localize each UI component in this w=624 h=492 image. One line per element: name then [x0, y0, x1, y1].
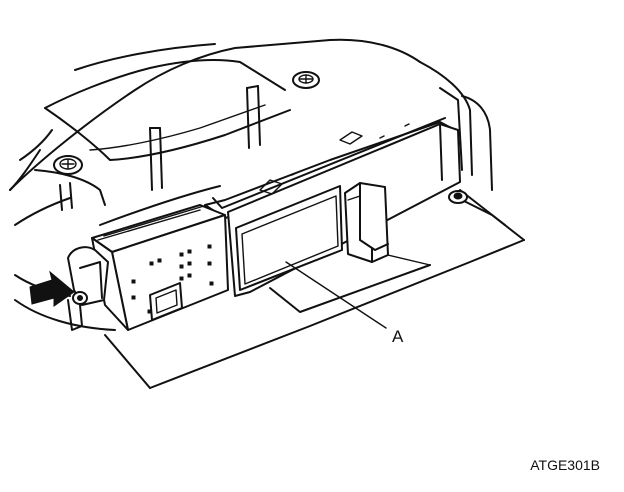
callout-leader — [285, 261, 387, 329]
front-control-unit — [91, 204, 229, 331]
mounting-clamp — [67, 246, 109, 331]
mounting-bolt-left — [53, 155, 83, 175]
mounting-bolt-right — [448, 190, 468, 204]
vent-holes — [131, 244, 214, 314]
figure-id: ATGE301B — [530, 457, 600, 473]
control-module-housing — [204, 117, 461, 297]
mounting-bolt-top — [292, 71, 320, 89]
location-arrow-icon — [29, 270, 75, 307]
callout-label: A — [392, 327, 404, 346]
